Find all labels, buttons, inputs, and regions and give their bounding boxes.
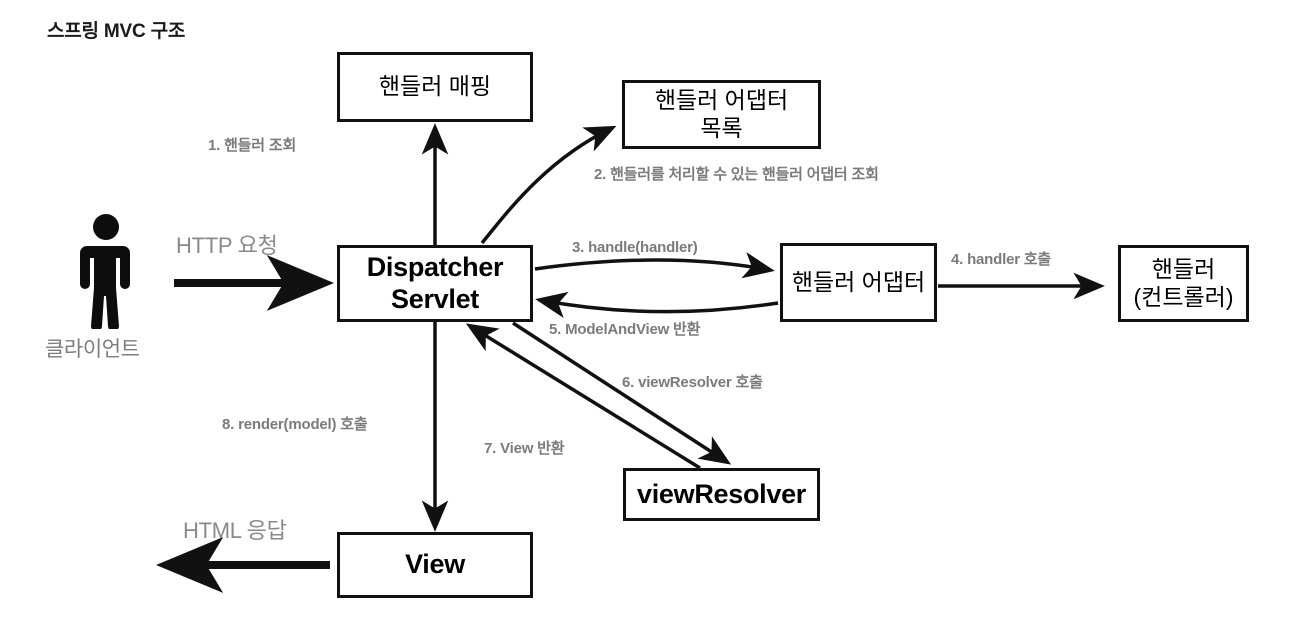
edge-step5 bbox=[535, 291, 779, 318]
node-handler-adapter-list[interactable]: 핸들러 어댑터 목록 bbox=[622, 80, 821, 149]
node-handler-adapter[interactable]: 핸들러 어댑터 bbox=[780, 243, 937, 322]
node-handler-controller[interactable]: 핸들러 (컨트롤러) bbox=[1118, 245, 1249, 322]
label-http-response: HTML 응답 bbox=[183, 518, 287, 543]
node-dispatcher-servlet[interactable]: Dispatcher Servlet bbox=[337, 245, 533, 322]
label-step3: 3. handle(handler) bbox=[572, 239, 698, 256]
node-view-resolver[interactable]: viewResolver bbox=[623, 468, 820, 521]
label-step6: 6. viewResolver 호출 bbox=[622, 374, 763, 391]
node-handler-mapping[interactable]: 핸들러 매핑 bbox=[337, 52, 533, 122]
edge-step3 bbox=[534, 252, 775, 279]
page-title: 스프링 MVC 구조 bbox=[47, 21, 186, 42]
label-step8: 8. render(model) 호출 bbox=[222, 416, 368, 433]
label-step1: 1. 핸들러 조회 bbox=[208, 137, 297, 154]
client-label: 클라이언트 bbox=[45, 338, 140, 361]
label-step2: 2. 핸들러를 처리할 수 있는 핸들러 어댑터 조회 bbox=[594, 166, 879, 183]
person-icon bbox=[80, 214, 130, 329]
node-view[interactable]: View bbox=[337, 532, 533, 598]
label-step5: 5. ModelAndView 반환 bbox=[549, 321, 701, 338]
edge-step2 bbox=[480, 125, 617, 245]
label-step4: 4. handler 호출 bbox=[951, 251, 1052, 268]
label-step7: 7. View 반환 bbox=[484, 440, 565, 457]
edge-step6 bbox=[512, 321, 732, 465]
edge-step7 bbox=[465, 323, 701, 470]
label-http-request: HTTP 요청 bbox=[176, 233, 278, 258]
